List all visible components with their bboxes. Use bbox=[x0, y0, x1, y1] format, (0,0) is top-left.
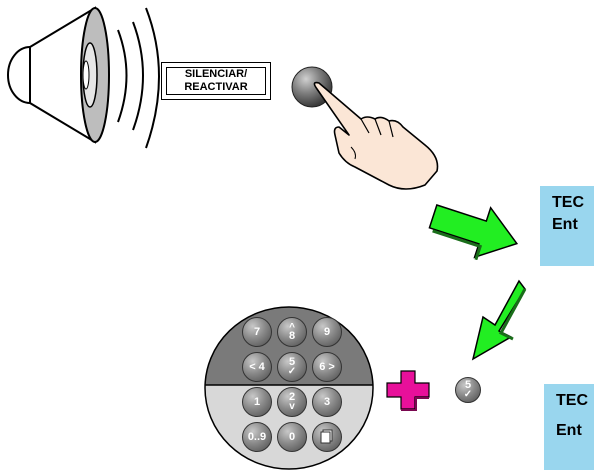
document-icon bbox=[320, 429, 334, 445]
key-doc[interactable] bbox=[312, 422, 342, 452]
key-7[interactable]: 7 bbox=[242, 317, 272, 347]
key-5[interactable]: 5✓ bbox=[277, 352, 307, 382]
panel-2-line2: Ent bbox=[556, 420, 594, 442]
panel-1-line1: TEC bbox=[552, 192, 594, 214]
arrow-icon bbox=[425, 200, 525, 260]
panel-1-line2: Ent bbox=[552, 214, 594, 236]
key-6[interactable]: 6 > bbox=[312, 352, 342, 382]
instruction-panel-2: TEC Ent bbox=[544, 384, 594, 470]
hand-pointer-icon bbox=[305, 75, 445, 190]
sound-waves-icon bbox=[118, 8, 159, 148]
key-1[interactable]: 1 bbox=[242, 387, 272, 417]
silence-label-line2: REACTIVAR bbox=[184, 81, 247, 94]
speaker-icon bbox=[0, 0, 170, 170]
key-8[interactable]: ^8 bbox=[277, 317, 307, 347]
key-3[interactable]: 3 bbox=[312, 387, 342, 417]
key-0-9[interactable]: 0..9 bbox=[242, 422, 272, 452]
plus-icon bbox=[383, 368, 435, 412]
instruction-panel-1: TEC Ent bbox=[540, 186, 594, 266]
key-9[interactable]: 9 bbox=[312, 317, 342, 347]
confirm-key[interactable]: 5✓ bbox=[455, 377, 481, 403]
panel-2-line1: TEC bbox=[556, 390, 594, 412]
arrow-icon bbox=[455, 275, 535, 365]
key-0[interactable]: 0 bbox=[277, 422, 307, 452]
silence-reactivate-label: SILENCIAR/ REACTIVAR bbox=[161, 62, 271, 100]
silence-label-line1: SILENCIAR/ bbox=[185, 68, 247, 81]
key-4[interactable]: < 4 bbox=[242, 352, 272, 382]
